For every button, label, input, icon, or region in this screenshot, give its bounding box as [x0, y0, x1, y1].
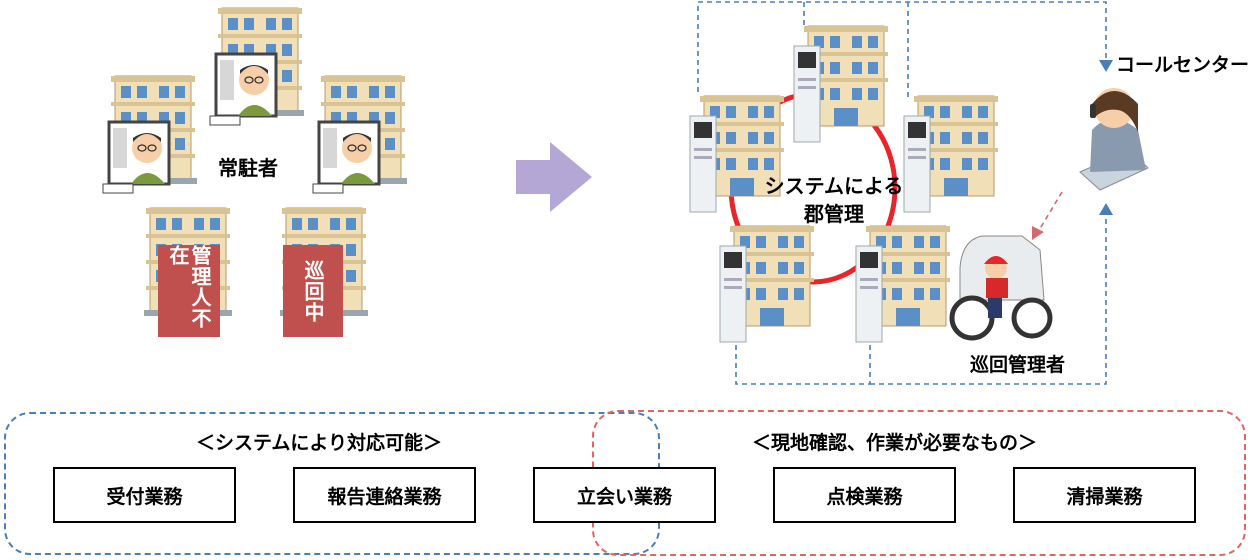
resident-label: 常駐者 [218, 156, 278, 180]
task-reception: 受付業務 [53, 467, 236, 523]
onsite-required-title: ＜現地確認、作業が必要なもの＞ [752, 432, 1038, 454]
task-inspection: 点検業務 [773, 467, 956, 523]
task-attendance: 立会い業務 [533, 467, 716, 523]
system-capable-title: ＜システムにより対応可能＞ [196, 432, 443, 454]
call-center-label: コールセンター [1116, 54, 1250, 76]
patrol-manager-label: 巡回管理者 [970, 354, 1066, 376]
right-illustration [689, 1, 1149, 385]
manager-absent-sign: 管理人不在 [158, 245, 220, 337]
patrolling-sign: 巡回中 [283, 245, 343, 337]
system-group-management-label: システムによる 郡管理 [764, 174, 904, 226]
transition-arrow-icon [516, 142, 592, 212]
task-cleaning: 清掃業務 [1013, 467, 1196, 523]
task-reporting: 報告連絡業務 [293, 467, 476, 523]
